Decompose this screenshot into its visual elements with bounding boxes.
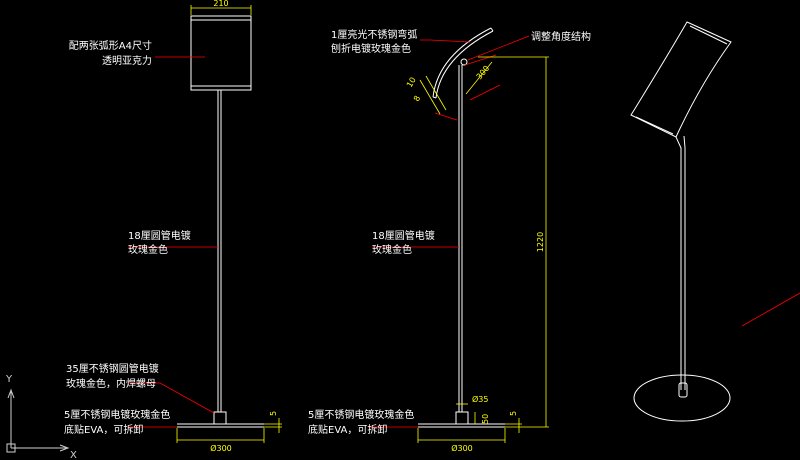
side-sleeve-height-text: 50 — [481, 414, 490, 424]
front-display-frame — [190, 15, 252, 91]
front-base-thickness-text: 5 — [269, 411, 278, 416]
red-construction-line — [741, 292, 800, 327]
side-small-dimensions — [419, 75, 447, 115]
front-frame-width-dimension: 210 — [190, 0, 252, 15]
front-sleeve-note-line1: 35厘不锈钢圆管电镀 — [66, 362, 159, 375]
side-angle-pivot — [460, 58, 468, 66]
front-view: 210 配两张弧形A4尺寸 透明亚克力 18厘圆管电镀 玫瑰金色 35厘不锈钢圆… — [64, 0, 282, 453]
side-base-note-line1: 5厘不锈钢电镀玫瑰金色 — [308, 408, 414, 421]
front-base-note-line2: 底贴EVA，可拆卸 — [64, 423, 143, 436]
side-pole-note-line2: 玫瑰金色 — [372, 243, 412, 256]
side-height-text: 1220 — [536, 232, 545, 252]
side-top-note-line2: 刨折电镀玫瑰金色 — [331, 42, 411, 55]
side-leaders — [368, 35, 530, 428]
side-dim-8-text: 8 — [412, 94, 422, 103]
side-pole — [458, 65, 463, 412]
perspective-panel — [630, 21, 732, 138]
front-pole-sleeve — [213, 411, 227, 425]
front-pole-note-line1: 18厘圆管电镀 — [128, 229, 191, 242]
side-pole-sleeve — [455, 411, 469, 425]
front-base-note-line1: 5厘不锈钢电镀玫瑰金色 — [64, 408, 170, 421]
side-pole-note-line1: 18厘圆管电镀 — [372, 229, 435, 242]
side-base-note-line2: 底贴EVA，可拆卸 — [308, 423, 387, 436]
front-base-plate — [177, 423, 264, 428]
front-leaders — [128, 56, 218, 428]
side-base-diameter-dimension — [417, 428, 506, 443]
front-pole-note-line2: 玫瑰金色 — [128, 243, 168, 256]
side-sleeve-dimensions — [456, 403, 476, 424]
front-pole — [217, 90, 222, 412]
side-base-thickness-dimension — [505, 418, 522, 433]
side-curved-panel — [432, 27, 494, 99]
front-frame-width-text: 210 — [213, 0, 228, 8]
side-base-diameter-text: Ø300 — [451, 443, 473, 453]
front-base-diameter-text: Ø300 — [210, 443, 232, 453]
side-sleeve-diameter-text: Ø35 — [472, 394, 488, 404]
side-base-plate — [418, 423, 505, 428]
side-height-dimension — [478, 56, 549, 428]
side-dim-10-text: 10 — [405, 76, 418, 89]
front-base-diameter-dimension — [176, 428, 265, 443]
front-frame-note-line2: 透明亚克力 — [102, 54, 152, 67]
ucs-y-label: Y — [5, 374, 13, 385]
side-top-note-line1: 1厘亮光不锈钢弯弧 — [331, 28, 417, 41]
side-radius-dimension — [465, 61, 493, 95]
side-view: 1厘亮光不锈钢弯弧 刨折电镀玫瑰金色 调整角度结构 300 10 8 18厘圆管… — [308, 27, 591, 453]
perspective-pole — [675, 135, 686, 390]
perspective-view — [630, 21, 732, 422]
side-base-thickness-text: 5 — [509, 411, 518, 416]
front-frame-note-line1: 配两张弧形A4尺寸 — [69, 39, 152, 52]
side-angle-note: 调整角度结构 — [531, 30, 591, 43]
front-base-thickness-dimension — [264, 418, 282, 433]
ucs-icon — [6, 388, 70, 453]
perspective-base — [633, 374, 731, 422]
ucs-x-label: X — [70, 450, 77, 460]
front-sleeve-note-line2: 玫瑰金色，内焊螺母 — [66, 377, 156, 390]
perspective-sleeve — [678, 382, 688, 398]
